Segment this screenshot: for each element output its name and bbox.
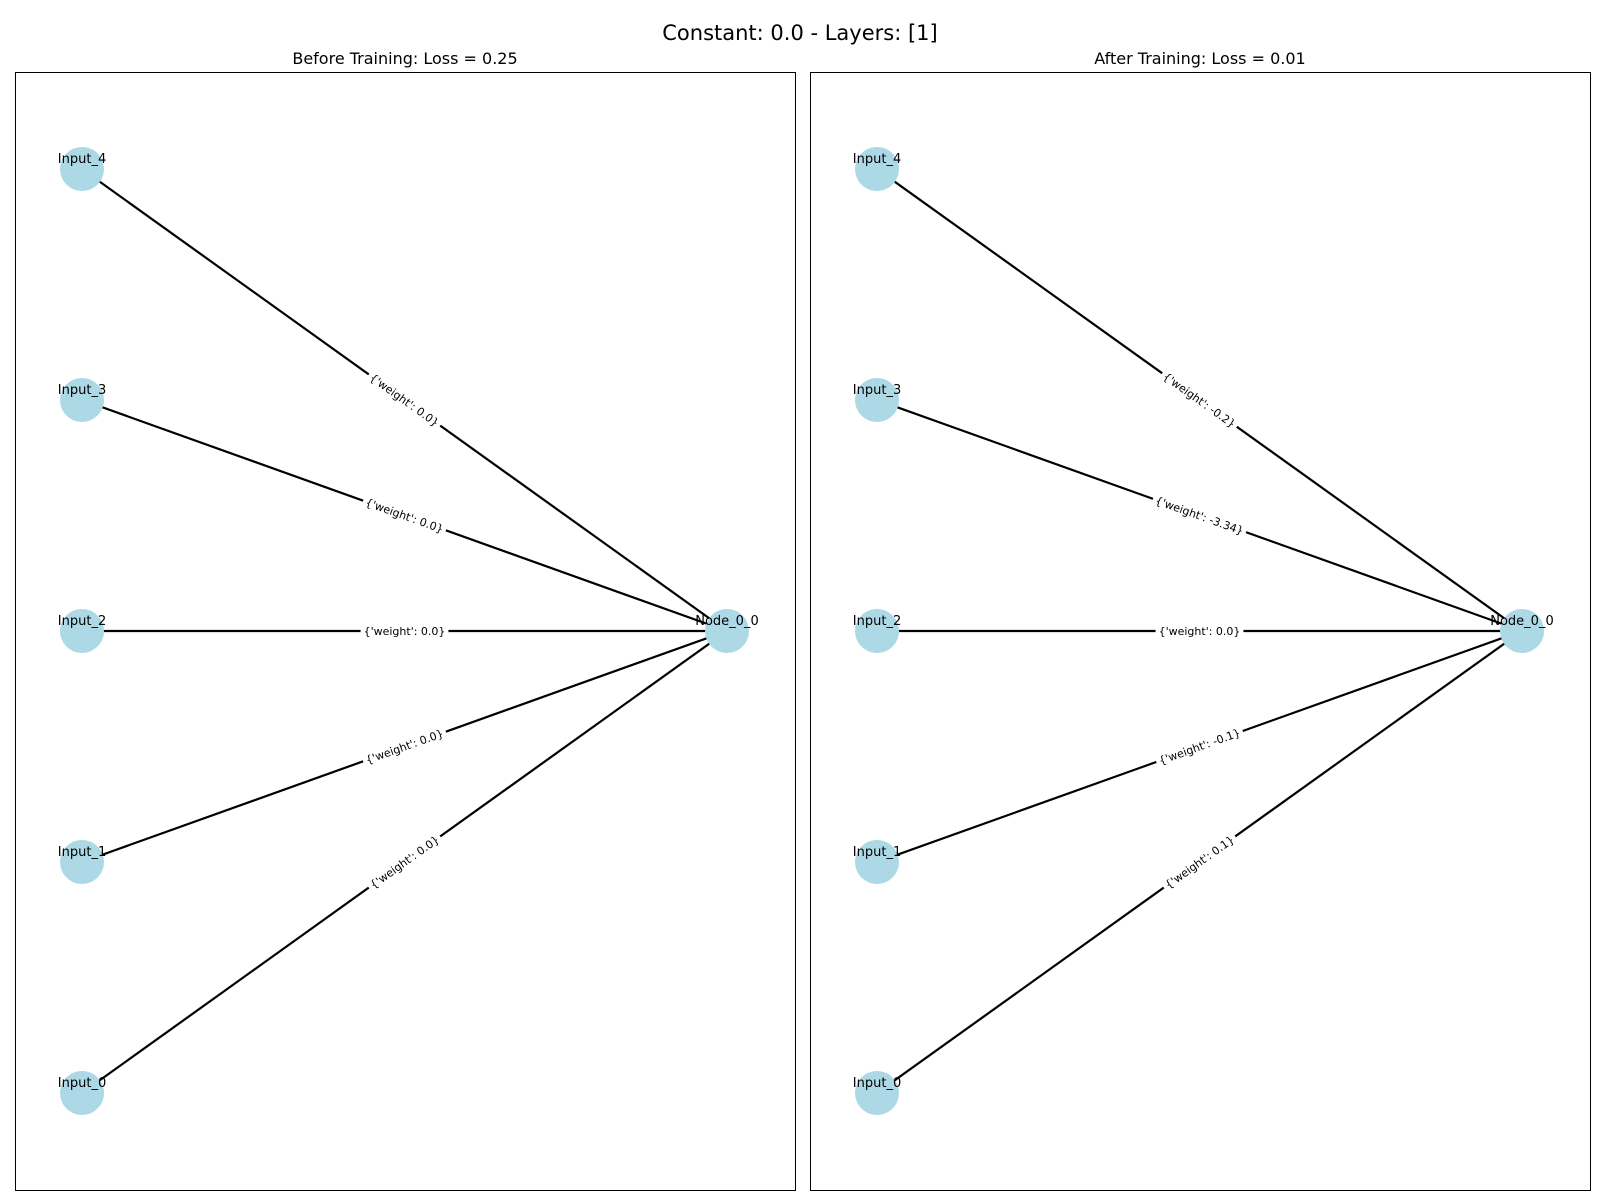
panel-frame <box>15 72 796 1191</box>
edge-label-background <box>1157 367 1241 434</box>
edge-weight-label: {'weight': 0.0} <box>364 625 446 638</box>
node-label: Node_0_0 <box>1490 614 1553 629</box>
node-label: Input_2 <box>58 614 106 629</box>
node-label: Input_4 <box>853 152 901 167</box>
edge-label-group: {'weight': 0.0} <box>360 494 449 538</box>
edge-weight-label: {'weight': 0.0} <box>1159 625 1241 638</box>
node-input-4 <box>60 147 104 191</box>
panel-after: After Training: Loss = 0.01 {'weight': -0… <box>810 49 1591 1191</box>
node-input-0 <box>60 1071 104 1115</box>
edge-labels: {'weight': 0.0} {'weight': 0.0} {'weight':… <box>360 368 449 895</box>
edge-label-background <box>360 725 449 769</box>
edge-label-group: {'weight': -0.1} <box>1153 724 1246 770</box>
edge-label-background <box>360 624 449 639</box>
edge-labels: {'weight': -0.2} {'weight': -3.34} {'weigh… <box>1150 367 1249 895</box>
edge-label-background <box>364 830 445 895</box>
node-label: Input_1 <box>58 845 106 860</box>
node-label: Input_0 <box>853 1076 901 1091</box>
edge-label-background <box>364 368 445 433</box>
edge-weight-label: {'weight': 0.0} <box>367 371 441 429</box>
node-label: Input_3 <box>58 383 106 398</box>
node-input-2 <box>855 609 899 653</box>
node-label: Input_1 <box>853 845 901 860</box>
node-output <box>1500 609 1544 653</box>
edge-label-group: {'weight': 0.0} <box>360 725 449 769</box>
node-input-0 <box>855 1071 899 1115</box>
edge-weight-label: {'weight': 0.1} <box>1163 833 1237 891</box>
edge-label-group: {'weight': 0.0} <box>364 830 445 895</box>
figure-title: Constant: 0.0 - Layers: [1] <box>662 21 937 45</box>
node-input-4 <box>855 147 899 191</box>
node-label: Input_2 <box>853 614 901 629</box>
node-input-1 <box>855 840 899 884</box>
edge-weight-label: {'weight': 0.0} <box>368 833 442 891</box>
edge-label-group: {'weight': -3.34} <box>1150 492 1249 540</box>
edge-weight-label: {'weight': 0.0} <box>364 496 445 536</box>
node-label: Input_3 <box>853 383 901 398</box>
panel-title: Before Training: Loss = 0.25 <box>292 49 517 68</box>
edge-label-background <box>1155 624 1244 639</box>
edge-label-group: {'weight': 0.0} <box>364 368 445 433</box>
node-input-1 <box>60 840 104 884</box>
edge-label-group: {'weight': 0.0} <box>1155 624 1244 639</box>
node-input-3 <box>60 378 104 422</box>
node-label: Input_4 <box>58 152 106 167</box>
edge-label-group: {'weight': 0.1} <box>1159 830 1240 895</box>
edge-weight-label: {'weight': -3.34} <box>1153 494 1245 538</box>
edge-weight-label: {'weight': 0.0} <box>364 727 445 767</box>
edge-label-group: {'weight': -0.2} <box>1157 367 1241 434</box>
node-output <box>705 609 749 653</box>
panel-title: After Training: Loss = 0.01 <box>1094 49 1305 68</box>
edge-label-background <box>360 494 449 538</box>
panel-before: Before Training: Loss = 0.25 {'weight': 0… <box>15 49 796 1191</box>
node-label: Input_0 <box>58 1076 106 1091</box>
node-input-3 <box>855 378 899 422</box>
panel-frame <box>810 72 1591 1191</box>
node-input-2 <box>60 609 104 653</box>
edge-label-background <box>1153 724 1246 770</box>
edge-weight-label: {'weight': -0.1} <box>1157 726 1242 767</box>
node-label: Node_0_0 <box>695 614 758 629</box>
edge-weight-label: {'weight': -0.2} <box>1161 370 1238 431</box>
edge-label-group: {'weight': 0.0} <box>360 624 449 639</box>
edge-label-background <box>1159 830 1240 895</box>
panels-group: Before Training: Loss = 0.25 {'weight': 0… <box>15 49 1591 1191</box>
edge-label-background <box>1150 492 1249 540</box>
